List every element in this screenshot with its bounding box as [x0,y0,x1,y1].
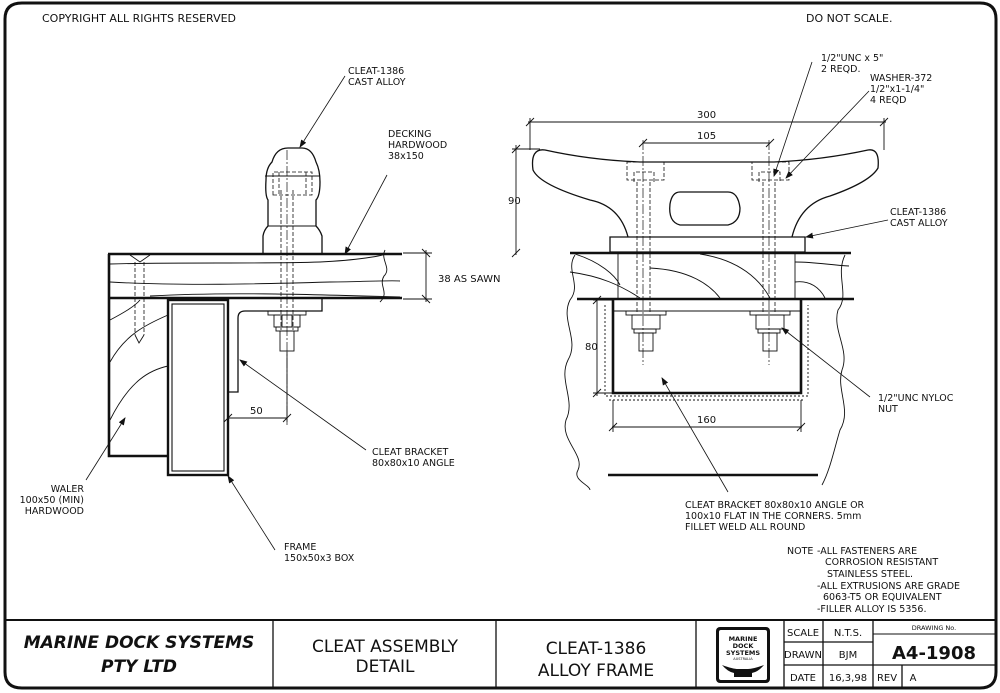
dim-bracket-width-text: 160 [697,415,716,426]
washer-label-1: WASHER-372 [870,73,932,84]
dim-bracket-width: 160 [608,400,806,432]
frame-label-2: 150x50x3 BOX [284,553,355,564]
side-bracket-label-1: CLEAT BRACKET [372,447,448,458]
drawing-title-line-2: DETAIL [355,657,415,677]
logo-text-1: MARINE [729,635,758,643]
note-line-5: 6063-T5 OR EQUIVALENT [823,592,942,603]
part-title-line-1: CLEAT-1386 [546,639,647,659]
drawing-no-label: DRAWING No. [912,624,956,632]
dim-overall-width: 300 [525,110,889,150]
bracket-note-2: 100x10 FLAT IN THE CORNERS. 5mm [685,511,861,522]
note-line-4: -ALL EXTRUSIONS ARE GRADE [817,581,960,592]
nut-label-1: 1/2"UNC NYLOC [878,393,954,404]
waler-label-3: HARDWOOD [25,506,84,517]
note-line-6: -FILLER ALLOY IS 5356. [817,604,926,615]
bracket-note-3: FILLET WELD ALL ROUND [685,522,805,533]
cleat-front-profile [531,149,879,253]
note-line-1: -ALL FASTENERS ARE [817,546,917,557]
general-notes: NOTE -ALL FASTENERS ARE CORROSION RESIST… [787,546,960,615]
washer-label-2: 1/2"x1-1/4" [870,84,924,95]
dim-bracket-height-text: 80 [585,342,598,353]
front-view: 300 105 90 80 160 [508,53,954,533]
frame-box [166,298,230,477]
decking-label-3: 38x150 [388,151,424,162]
notes-prefix: NOTE [787,546,813,557]
front-cleat-label-1: CLEAT-1386 [890,207,946,218]
date-value: 16,3,98 [829,673,867,684]
decking-board [107,249,402,303]
sheet-border [3,1,998,690]
side-cleat-label-1: CLEAT-1386 [348,66,404,77]
copyright-notice: COPYRIGHT ALL RIGHTS RESERVED [42,12,236,25]
rev-value: A [910,673,917,684]
dim-cleat-height-text: 90 [508,196,521,207]
side-view: 38 AS SAWN 50 CLEAT-1386 CAST ALLOY DECK… [20,66,501,564]
cleat-logo-icon [722,665,764,677]
waler-label-1: WALER [51,484,85,495]
drawn-value: BJM [839,650,857,661]
dim-bracket-height: 80 [585,295,612,398]
dim-decking-thickness: 38 AS SAWN [403,248,500,304]
waler-label-2: 100x50 (MIN) [20,495,84,506]
side-cleat-label-2: CAST ALLOY [348,77,406,88]
cleat-bracket-angle [227,298,323,393]
dim-bolt-spacing: 105 [638,131,775,148]
date-label: DATE [790,673,816,684]
washer-label-3: 4 REQD [870,95,906,106]
waler [107,298,169,458]
nut-label-2: NUT [878,404,898,415]
title-block: MARINE DOCK SYSTEMS PTY LTD CLEAT ASSEMB… [5,619,996,688]
scale-value: N.T.S. [834,628,862,639]
scale-notice: DO NOT SCALE. [806,12,893,25]
scale-label: SCALE [787,628,819,639]
logo-text-4: AUSTRALIA [733,657,753,661]
logo-text-2: DOCK [733,642,755,650]
decking-label-2: HARDWOOD [388,140,447,151]
side-bracket-label-2: 80x80x10 ANGLE [372,458,455,469]
dim-cleat-height: 90 [508,144,540,258]
dim-decking-thickness-text: 38 AS SAWN [438,274,500,285]
note-line-3: STAINLESS STEEL. [827,569,913,580]
company-logo: MARINE DOCK SYSTEMS AUSTRALIA [716,627,770,683]
drawing-title-line-1: CLEAT ASSEMBLY [312,637,459,657]
bolt-label-2: 2 REQD. [821,64,860,75]
dim-overall-width-text: 300 [697,110,716,121]
drawing-number: A4-1908 [892,643,976,664]
dim-bracket-offset-text: 50 [250,406,263,417]
decking-screw-icon [129,254,151,344]
frame-label-1: FRAME [284,542,316,553]
rev-label: REV [877,673,897,684]
logo-text-3: SYSTEMS [726,649,760,657]
company-name-line-1: MARINE DOCK SYSTEMS [24,633,255,653]
drawn-label: DRAWN [784,650,822,661]
front-bolt-left [625,140,667,365]
company-name-line-2: PTY LTD [101,657,177,677]
front-bolt-right [749,140,791,365]
dim-bracket-offset: 50 [223,352,292,423]
decking-label-1: DECKING [388,129,431,140]
bracket-note-1: CLEAT BRACKET 80x80x10 ANGLE OR [685,500,865,511]
bolt-label-1: 1/2"UNC x 5" [821,53,883,64]
front-decking [564,251,854,491]
dim-bolt-spacing-text: 105 [697,131,716,142]
note-line-2: CORROSION RESISTANT [825,557,938,568]
part-title-line-2: ALLOY FRAME [538,661,654,681]
cleat-side-profile [262,147,323,254]
front-cleat-label-2: CAST ALLOY [890,218,948,229]
